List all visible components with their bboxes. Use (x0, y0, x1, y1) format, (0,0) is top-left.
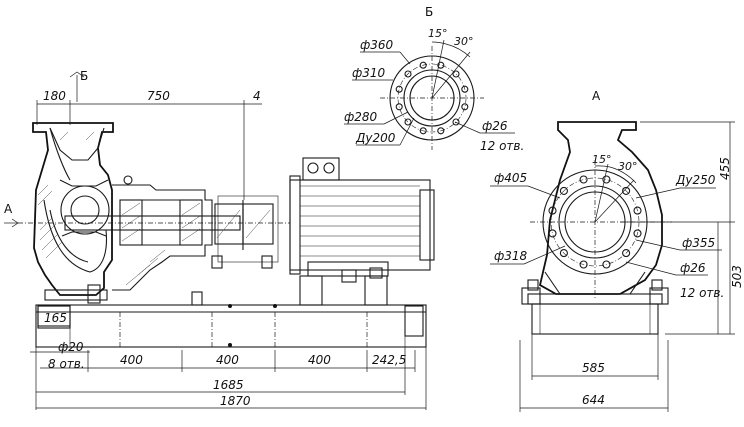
side-dia-318: ф318 (494, 249, 528, 263)
flange-b-hole-dia-26: ф26 (482, 119, 508, 133)
flange-b-angle-30: 30° (454, 35, 474, 48)
bolt-hole (602, 260, 611, 269)
bolt-hole (461, 103, 469, 111)
side-angle-30: 30° (618, 160, 638, 173)
bolt-hole (395, 85, 403, 93)
base-frame (35, 304, 427, 348)
dim-1870: 1870 (220, 394, 251, 408)
dim-585: 585 (582, 361, 605, 375)
dim-4: 4 (253, 89, 261, 103)
dim-242-5: 242,5 (372, 353, 406, 367)
flange-b-angle-15: 15° (428, 27, 448, 40)
bolt-hole (622, 186, 631, 195)
flange-b-dia-310: ф310 (352, 66, 386, 80)
view-a-title: А (592, 89, 601, 103)
bolt-hole (622, 249, 631, 258)
flange-b-du200: Ду200 (355, 131, 396, 145)
flange-view-b: Б 15° 30° ф360 ф310 ф280 Ду200 ф26 12 от… (344, 5, 524, 153)
bolt-hole (419, 127, 427, 135)
side-du250: Ду250 (675, 173, 716, 187)
bolt-hole (404, 70, 412, 78)
bolt-hole (579, 175, 588, 184)
view-a-arrow-label: А (4, 202, 13, 216)
dim-503: 503 (730, 265, 744, 288)
bolt-hole (452, 118, 460, 126)
dim-400-first: 400 (120, 353, 143, 367)
side-12-holes: 12 отв. (680, 286, 724, 300)
bolt-hole (579, 260, 588, 269)
bolt-hole (559, 249, 568, 258)
dim-180: 180 (43, 89, 66, 103)
pump-casing (32, 122, 114, 304)
bolt-hole (461, 85, 469, 93)
flange-b-12-holes: 12 отв. (480, 139, 524, 153)
dim-455: 455 (718, 157, 732, 180)
side-view-a: А 15° 30° ф405 Ду250 ф318 (490, 89, 744, 412)
dim-750: 750 (147, 89, 170, 103)
bolt-hole (559, 186, 568, 195)
side-dia-355: ф355 (682, 236, 715, 250)
side-angle-15: 15° (592, 153, 612, 166)
dim-400-third: 400 (308, 353, 331, 367)
bolt-hole (548, 206, 557, 215)
side-flange-bolt-holes (548, 175, 642, 269)
view-b-title: Б (425, 5, 433, 19)
bolt-hole (633, 206, 642, 215)
side-hole-dia-26: ф26 (680, 261, 706, 275)
bolt-hole (548, 229, 557, 238)
bolt-hole (437, 127, 445, 135)
flange-b-dia-360: ф360 (360, 38, 394, 52)
volute-casing (538, 121, 663, 295)
flange-b-bolt-holes (395, 61, 469, 135)
bolt-hole (633, 229, 642, 238)
shaft (64, 215, 241, 231)
flange-b-dia-280: ф280 (344, 110, 378, 124)
dim-hole-dia-20: ф20 (58, 340, 84, 354)
section-b-label: Б (80, 69, 88, 83)
coupling (211, 195, 279, 269)
bearing-housing (112, 175, 213, 306)
front-view: Б А 180 750 4 165 ф20 8 отв. 400 400 400… (4, 69, 435, 410)
bolt-hole (602, 175, 611, 184)
bolt-hole (404, 118, 412, 126)
bolt-hole (452, 70, 460, 78)
electric-motor (289, 157, 435, 306)
bolt-hole (437, 61, 445, 69)
dim-400-second: 400 (216, 353, 239, 367)
bolt-hole (395, 103, 403, 111)
dim-644: 644 (582, 393, 605, 407)
bolt-hole (419, 61, 427, 69)
dim-165: 165 (44, 311, 67, 325)
side-dia-405: ф405 (494, 171, 527, 185)
dim-8-holes: 8 отв. (48, 357, 85, 371)
dim-1685: 1685 (213, 378, 244, 392)
